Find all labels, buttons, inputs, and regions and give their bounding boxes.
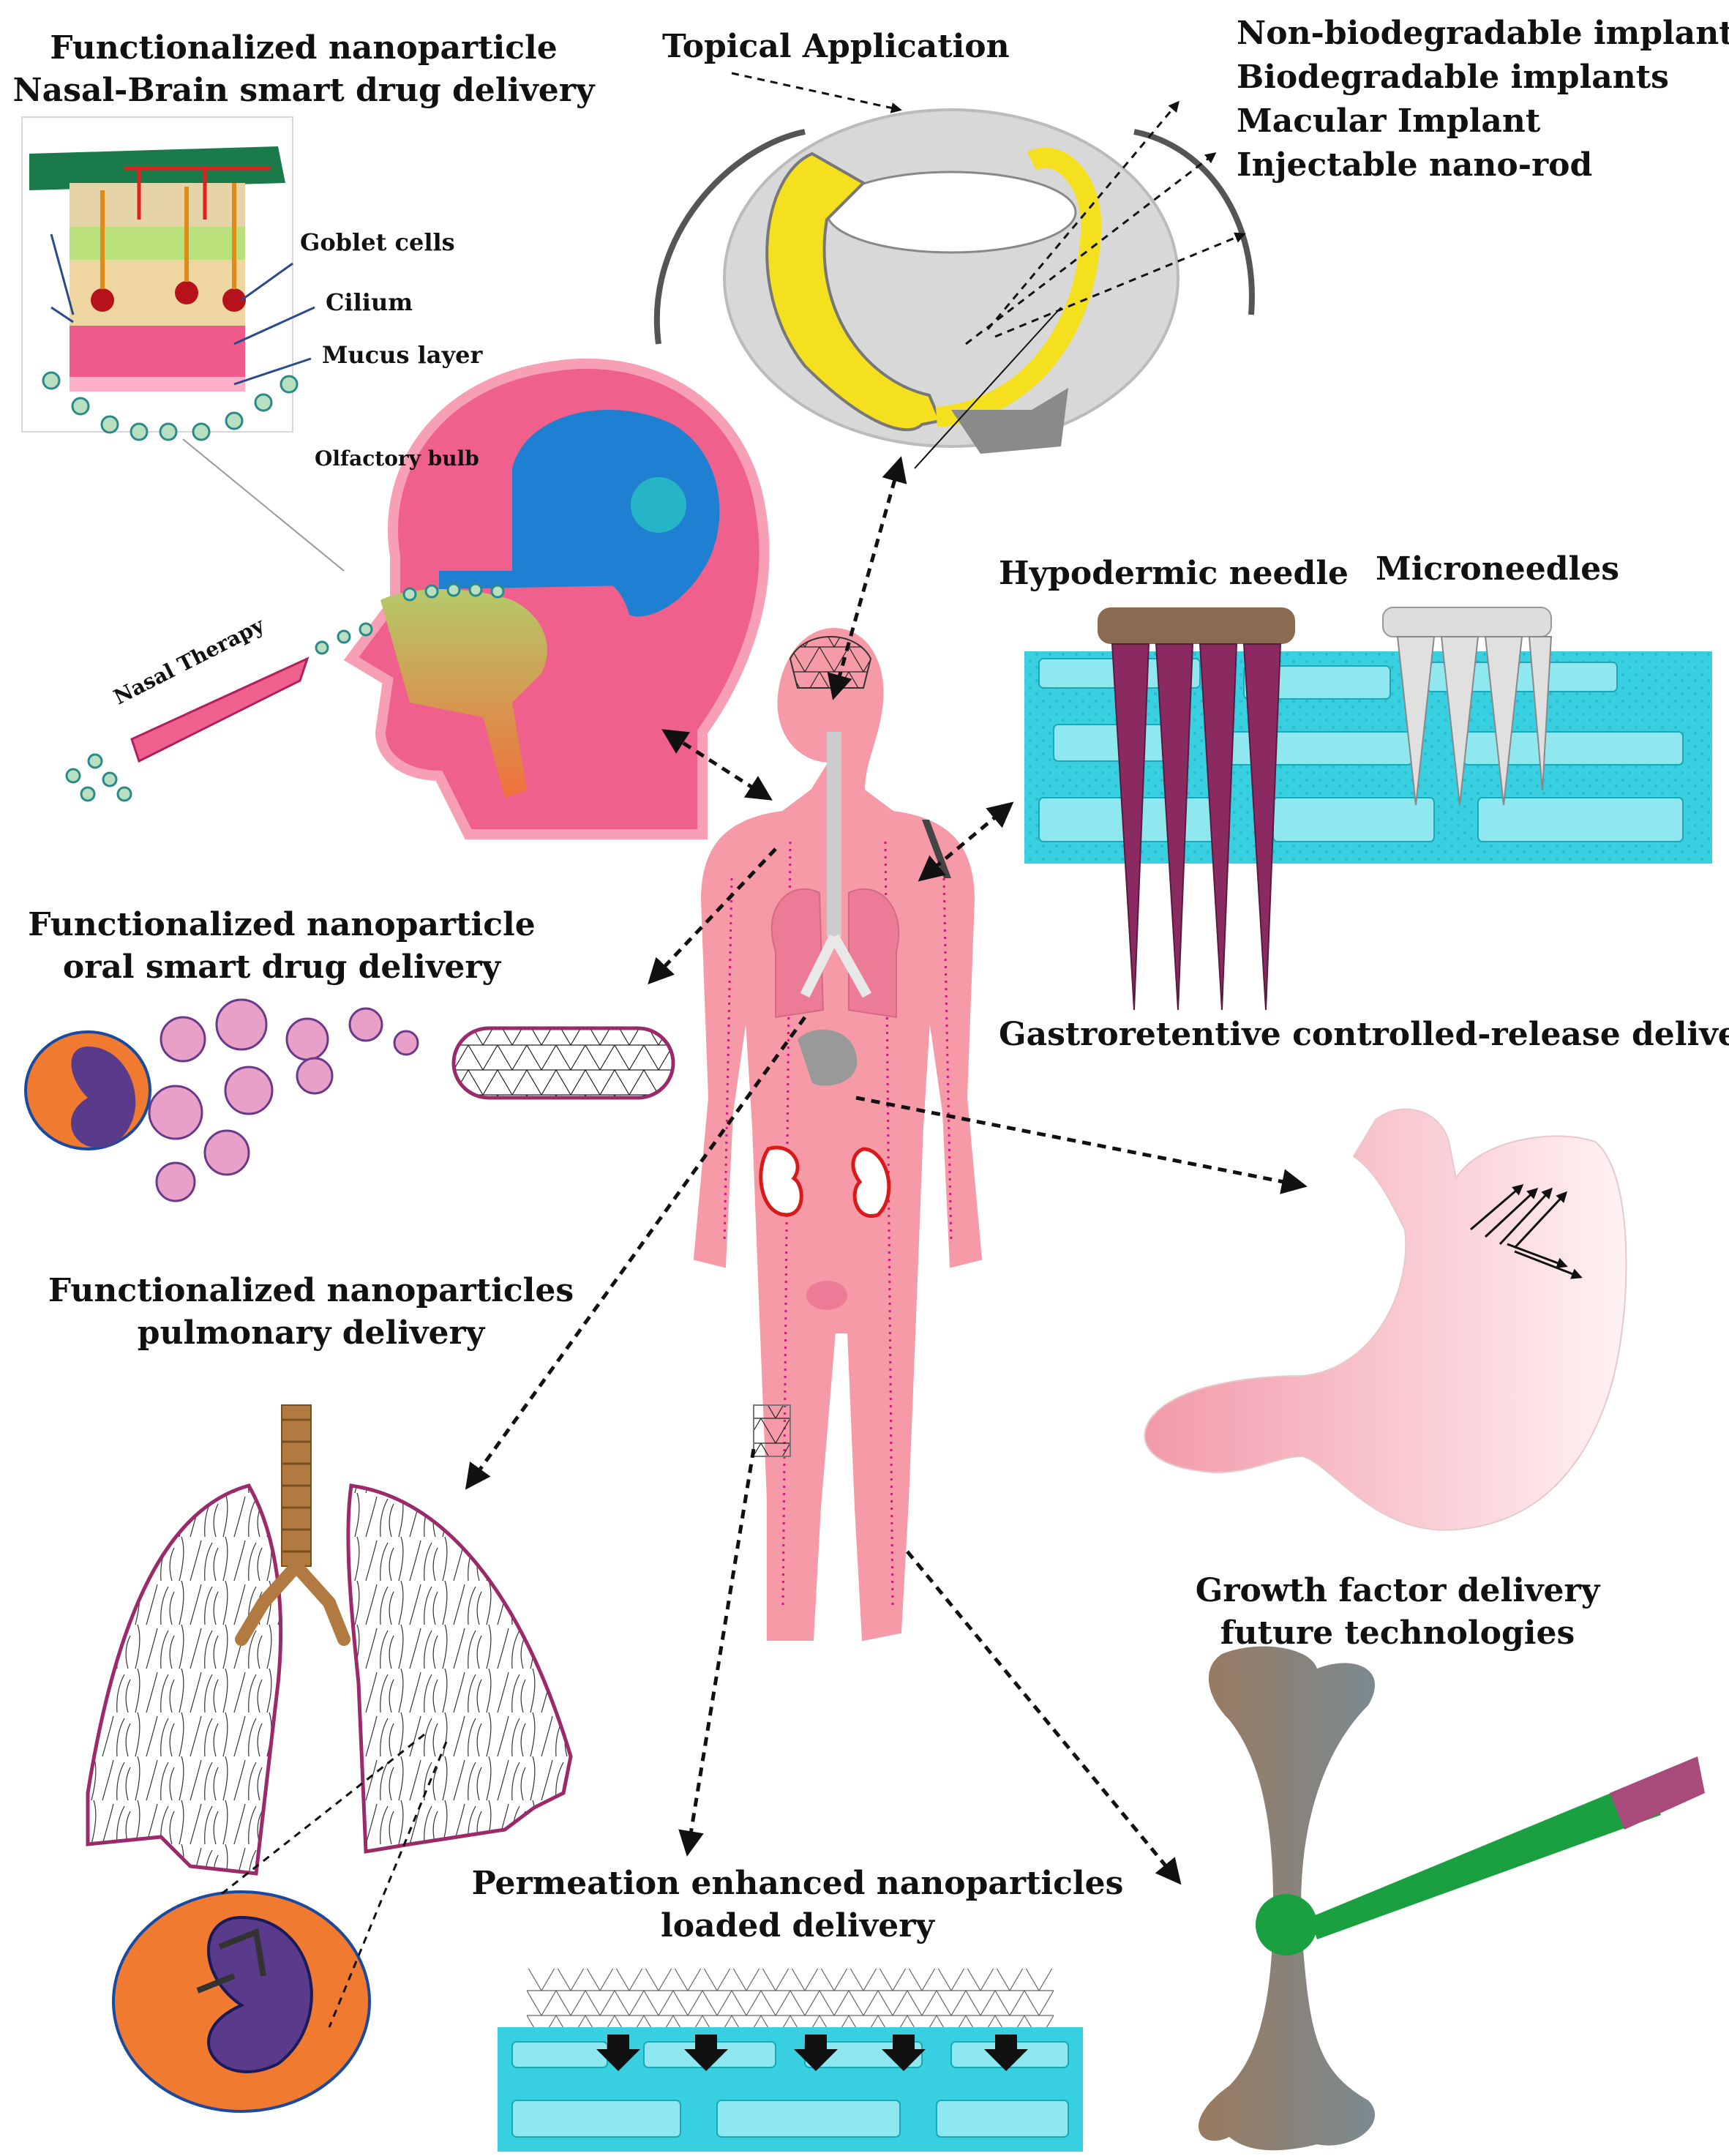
- trachea: [827, 732, 841, 937]
- topical-arrow: [731, 72, 902, 113]
- mucus-pointer: [233, 357, 312, 386]
- cilium-label: Cilium: [326, 288, 413, 316]
- permeation-arrows: [596, 2035, 1028, 2071]
- hypodermic-hub: [1098, 607, 1295, 644]
- olfactory-bulb-label: Olfactory bulb: [315, 446, 479, 471]
- permeation-illustration: [498, 1969, 1083, 2152]
- arrow-to-head: [661, 729, 773, 801]
- nasal-spray: [65, 622, 373, 802]
- topical-application-label: Topical Application: [662, 28, 1010, 65]
- olfactory-particles: [402, 583, 505, 602]
- stomach-release-arrows: [1470, 1184, 1583, 1279]
- microneedle-base: [1382, 607, 1552, 637]
- arrow-to-bone: [906, 1550, 1182, 1885]
- skin-needles-illustration: [1024, 607, 1712, 1011]
- head-illustration: [343, 358, 770, 839]
- human-body: [693, 627, 983, 1642]
- permeation-line-2: loaded delivery: [661, 1907, 934, 1944]
- stomach-illustration: [1144, 1108, 1627, 1531]
- kidneys: [759, 1145, 891, 1219]
- right-lung: [346, 1483, 573, 1854]
- microneedles-label: Microneedles: [1376, 550, 1619, 588]
- hypodermic-needle-label: Hypodermic needle: [999, 555, 1349, 592]
- bone-illustration: [1199, 1646, 1705, 2151]
- oral-title-line-2: oral smart drug delivery: [62, 948, 501, 986]
- pulmonary-title-line-1: Functionalized nanoparticles: [48, 1272, 574, 1309]
- nasal-tissue-inset: [21, 116, 345, 572]
- knee-patch: [753, 1404, 791, 1457]
- permeation-carrier: [527, 1969, 1054, 2035]
- oral-capsule: [451, 1026, 675, 1100]
- cilium-pointer: [233, 306, 315, 345]
- gastroretentive-label: Gastroretentive controlled-release deliv…: [999, 1016, 1729, 1053]
- arrow-to-permeation: [678, 1448, 756, 1857]
- implant-label-1: Non-biodegradable implants: [1237, 15, 1729, 52]
- brain-shape: [512, 410, 720, 617]
- microneedle-array: [1396, 636, 1553, 806]
- implant-label-4: Injectable nano-rod: [1237, 146, 1593, 184]
- implant-label-2: Biodegradable implants: [1237, 59, 1669, 96]
- goblet-pointer: [241, 262, 293, 302]
- oral-title-line-1: Functionalized nanoparticle: [28, 906, 536, 943]
- implant-label-3: Macular Implant: [1237, 102, 1541, 140]
- growth-factor-line-1: Growth factor delivery: [1195, 1572, 1600, 1609]
- bronchi: [800, 934, 872, 998]
- nasal-title-line-1: Functionalized nanoparticle: [50, 29, 558, 67]
- central-arrows: [465, 456, 1308, 1885]
- brain-core: [631, 477, 686, 533]
- pulmonary-nanoparticle: [112, 1890, 371, 2113]
- arrow-to-lungs: [465, 1016, 807, 1490]
- oral-nanoparticles: [24, 998, 675, 1202]
- arrow-to-eye: [827, 456, 907, 700]
- implant-arrow-1: [986, 100, 1179, 330]
- growth-factor-injector: [1310, 1778, 1661, 1939]
- stomach-small: [798, 1029, 858, 1086]
- mucus-layer-label: Mucus layer: [322, 341, 483, 369]
- lungs-illustration: [86, 1404, 573, 1876]
- optic-nerve: [951, 388, 1068, 454]
- bladder: [806, 1281, 847, 1310]
- body-silhouette: [693, 627, 983, 1642]
- nasal-cavity: [380, 589, 547, 798]
- vessel-lines: [723, 841, 953, 1611]
- arrow-to-skin: [918, 801, 1014, 882]
- growth-factor-site: [1256, 1894, 1317, 1955]
- olfactory-tract: [439, 571, 629, 589]
- permeation-line-1: Permeation enhanced nanoparticles: [471, 1865, 1124, 1902]
- eye-illustration: [653, 108, 1255, 454]
- arrow-to-stomach: [855, 1096, 1308, 1194]
- hypodermic-needles: [1111, 643, 1282, 1011]
- eye-implant: [765, 151, 942, 432]
- pulmonary-title-line-2: pulmonary delivery: [137, 1314, 485, 1352]
- growth-factor-line-2: future technologies: [1220, 1614, 1575, 1652]
- body-brain-mesh: [789, 636, 872, 689]
- lung-zoom-line-2: [328, 1741, 448, 2028]
- left-lung: [86, 1483, 283, 1876]
- implant-arrow-3: [994, 232, 1246, 338]
- implant-arrow-4: [914, 307, 1062, 469]
- nasal-title-line-2: Nasal-Brain smart drug delivery: [12, 72, 595, 109]
- goblet-cells-label: Goblet cells: [300, 228, 455, 256]
- lung-zoom-line-1: [219, 1733, 425, 1897]
